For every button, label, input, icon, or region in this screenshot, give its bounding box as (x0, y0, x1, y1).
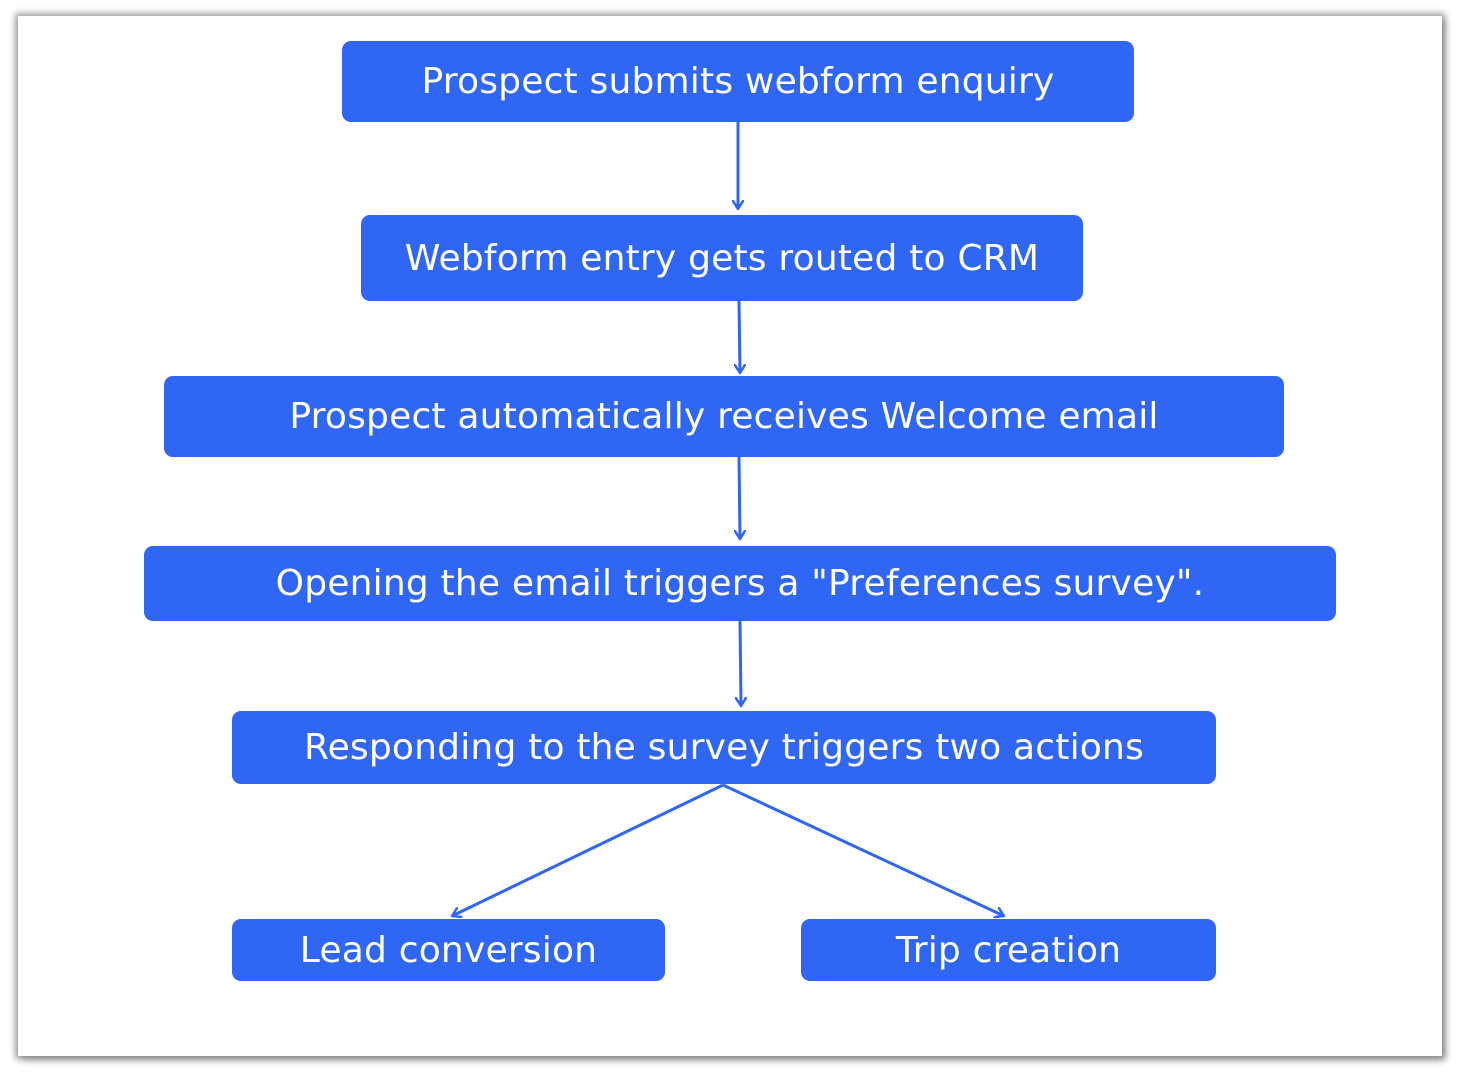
node-prospect-submits-webform: Prospect submits webform enquiry (342, 41, 1134, 122)
arrow-n5-to-n6 (452, 783, 724, 916)
node-preferences-survey: Opening the email triggers a "Preference… (144, 546, 1336, 621)
arrow-n3-to-n4 (739, 456, 740, 539)
diagram-canvas (18, 16, 1442, 1056)
arrow-n2-to-n3 (739, 300, 740, 373)
node-survey-response: Responding to the survey triggers two ac… (232, 711, 1216, 784)
arrow-n4-to-n5 (740, 620, 741, 706)
node-lead-conversion: Lead conversion (232, 919, 665, 981)
node-webform-routed-to-crm: Webform entry gets routed to CRM (361, 215, 1083, 301)
node-welcome-email: Prospect automatically receives Welcome … (164, 376, 1284, 457)
arrow-n5-to-n7 (722, 783, 1004, 916)
node-trip-creation: Trip creation (801, 919, 1216, 981)
